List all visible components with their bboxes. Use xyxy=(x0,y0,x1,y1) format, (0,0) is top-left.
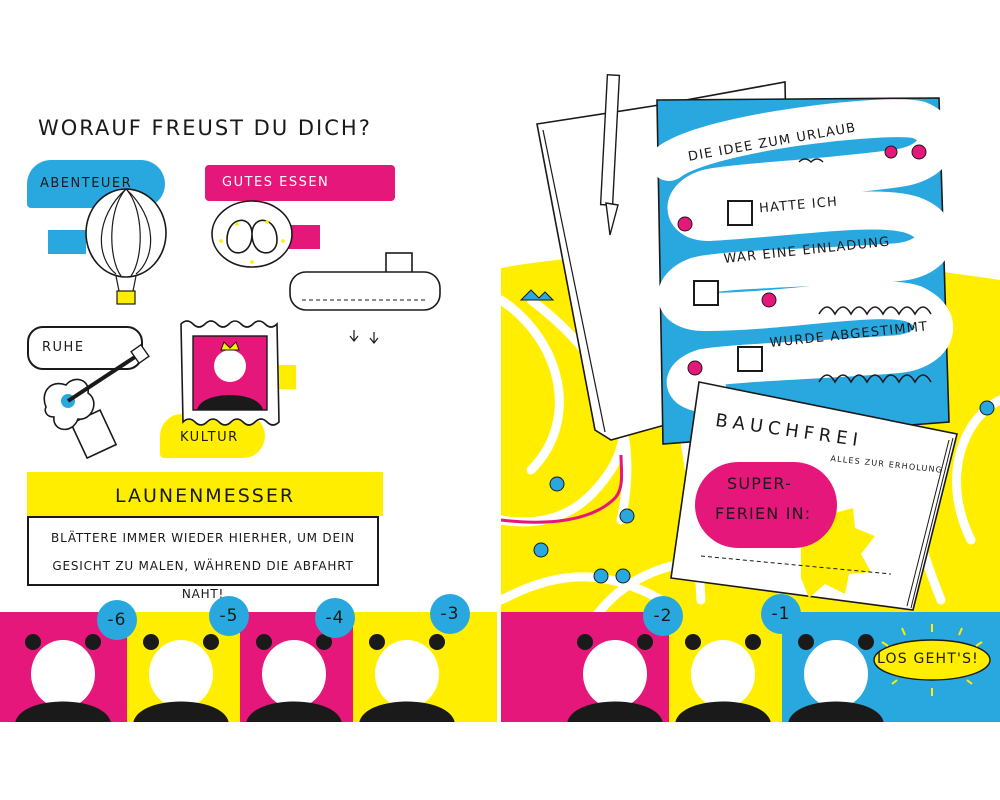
gutes-essen-bg xyxy=(205,165,395,201)
magazine-badge-line-1: SUPER- xyxy=(727,474,793,493)
pretzel-icon xyxy=(211,200,293,268)
countdown-cell-2 xyxy=(501,612,669,722)
panda-face-icon xyxy=(246,634,342,722)
empty-label-icon xyxy=(289,252,441,344)
countdown-cell-3 xyxy=(353,612,497,722)
panda-face-icon xyxy=(567,634,663,722)
countdown-badge: -4 xyxy=(315,598,355,638)
blue-notebook xyxy=(650,97,956,445)
countdown-badge: -3 xyxy=(430,594,470,634)
launenmesser-line-2: GESICHT ZU MALEN, WÄHREND DIE ABFAHRT NA… xyxy=(52,559,354,601)
left-page: WORAUF FREUST DU DICH? ABENTEUER GUTES E… xyxy=(0,0,497,722)
magazine-badge-line-2: FERIEN IN: xyxy=(715,504,812,523)
panda-face-icon xyxy=(675,634,771,722)
countdown-badge: -5 xyxy=(209,596,249,636)
option-checkbox[interactable] xyxy=(737,346,763,372)
pencil-icon xyxy=(599,74,621,236)
right-page: DIE IDEE ZUM URLAUB HATTE ICH WAR EINE E… xyxy=(501,0,1000,722)
countdown-cell-1 xyxy=(669,612,782,722)
launenmesser-text: BLÄTTERE IMMER WIEDER HIERHER, UM DEIN G… xyxy=(27,516,379,601)
launenmesser-box: LAUNENMESSER BLÄTTERE IMMER WIEDER HIERH… xyxy=(27,472,383,601)
panda-face-icon xyxy=(359,634,455,722)
panda-face-icon xyxy=(788,624,991,722)
guitar-icon xyxy=(43,343,150,460)
tag-abenteuer: ABENTEUER xyxy=(40,176,133,191)
countdown-cell-4 xyxy=(240,612,353,722)
balloon-icon xyxy=(85,188,167,305)
magazine-badge xyxy=(695,462,837,548)
countdown-badge: -6 xyxy=(97,600,137,640)
panda-face-icon xyxy=(133,634,229,722)
tag-ruhe: RUHE xyxy=(42,340,85,355)
framed-portrait-icon xyxy=(180,320,280,426)
option-checkbox[interactable] xyxy=(727,200,753,226)
option-checkbox[interactable] xyxy=(693,280,719,306)
launenmesser-line-1: BLÄTTERE IMMER WIEDER HIERHER, UM DEIN xyxy=(51,531,355,545)
go-text: LOS GEHT'S! xyxy=(877,651,979,667)
page-title: WORAUF FREUST DU DICH? xyxy=(38,116,372,140)
tag-gutes-essen: GUTES ESSEN xyxy=(222,175,330,190)
tag-kultur: KULTUR xyxy=(180,430,239,445)
abenteuer-ribbon xyxy=(48,230,86,254)
countdown-cell-go xyxy=(782,612,1000,722)
countdown-badge: -2 xyxy=(643,596,683,636)
panda-face-icon xyxy=(15,634,111,722)
countdown-badge: -1 xyxy=(761,594,801,634)
launenmesser-title: LAUNENMESSER xyxy=(27,472,383,516)
